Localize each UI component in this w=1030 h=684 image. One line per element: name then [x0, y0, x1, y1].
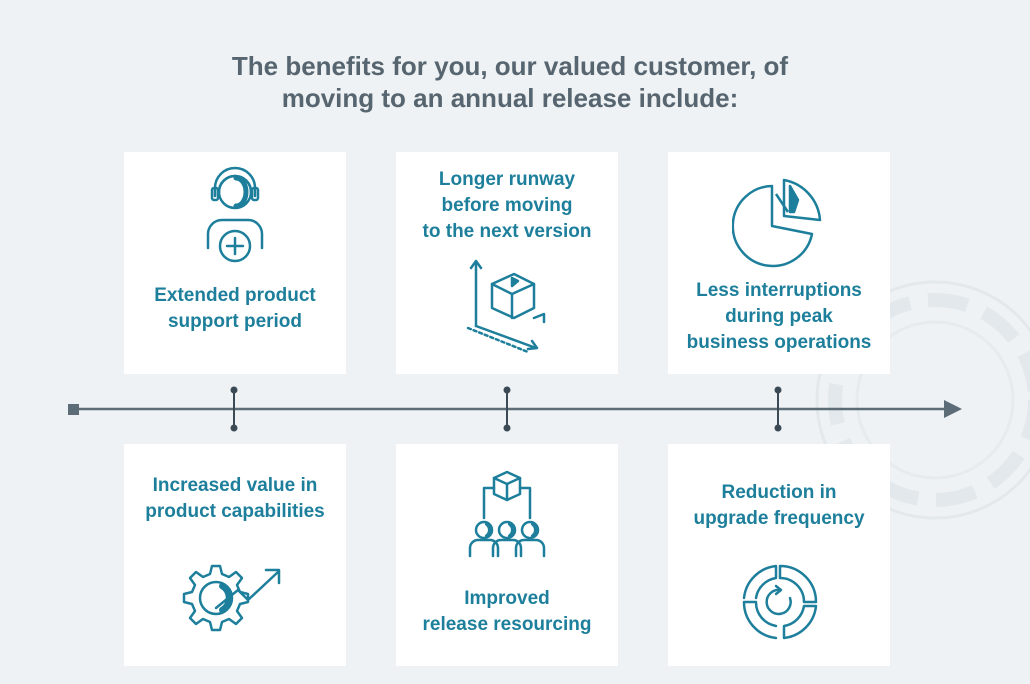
support-agent-plus-icon: [200, 166, 270, 266]
team-box-icon: [458, 468, 556, 564]
background-ring-decoration: [815, 280, 1030, 520]
pie-chart-icon: [732, 172, 828, 272]
card-label: Increased value in product capabilities: [145, 475, 325, 522]
timeline-tick-3: [774, 386, 782, 432]
timeline-tick-2: [503, 386, 511, 432]
card-label: Longer runway before moving to the next …: [422, 169, 592, 242]
box-axes-icon: [462, 256, 552, 356]
page-title: The benefits for you, our valued custome…: [0, 50, 1020, 114]
gear-growth-arrow-icon: [182, 558, 292, 638]
card-reduced-upgrade-frequency: Reduction in upgrade frequency: [668, 444, 890, 666]
card-label: Improved release resourcing: [422, 588, 592, 635]
card-extended-support: Extended product support period: [124, 152, 346, 374]
title-line-1: The benefits for you, our valued custome…: [231, 51, 789, 81]
refresh-cycle-icon: [740, 562, 820, 642]
timeline-tick-1: [230, 386, 238, 432]
title-line-2: moving to an annual release include:: [281, 83, 739, 113]
card-less-interruptions: Less interruptions during peak business …: [668, 152, 890, 374]
timeline-start-marker: [68, 404, 79, 415]
card-improved-resourcing: Improved release resourcing: [396, 444, 618, 666]
card-label: Less interruptions during peak business …: [686, 280, 872, 353]
card-label: Reduction in upgrade frequency: [693, 482, 865, 529]
card-increased-value: Increased value in product capabilities: [124, 444, 346, 666]
card-longer-runway: Longer runway before moving to the next …: [396, 152, 618, 374]
card-label: Extended product support period: [154, 285, 316, 332]
